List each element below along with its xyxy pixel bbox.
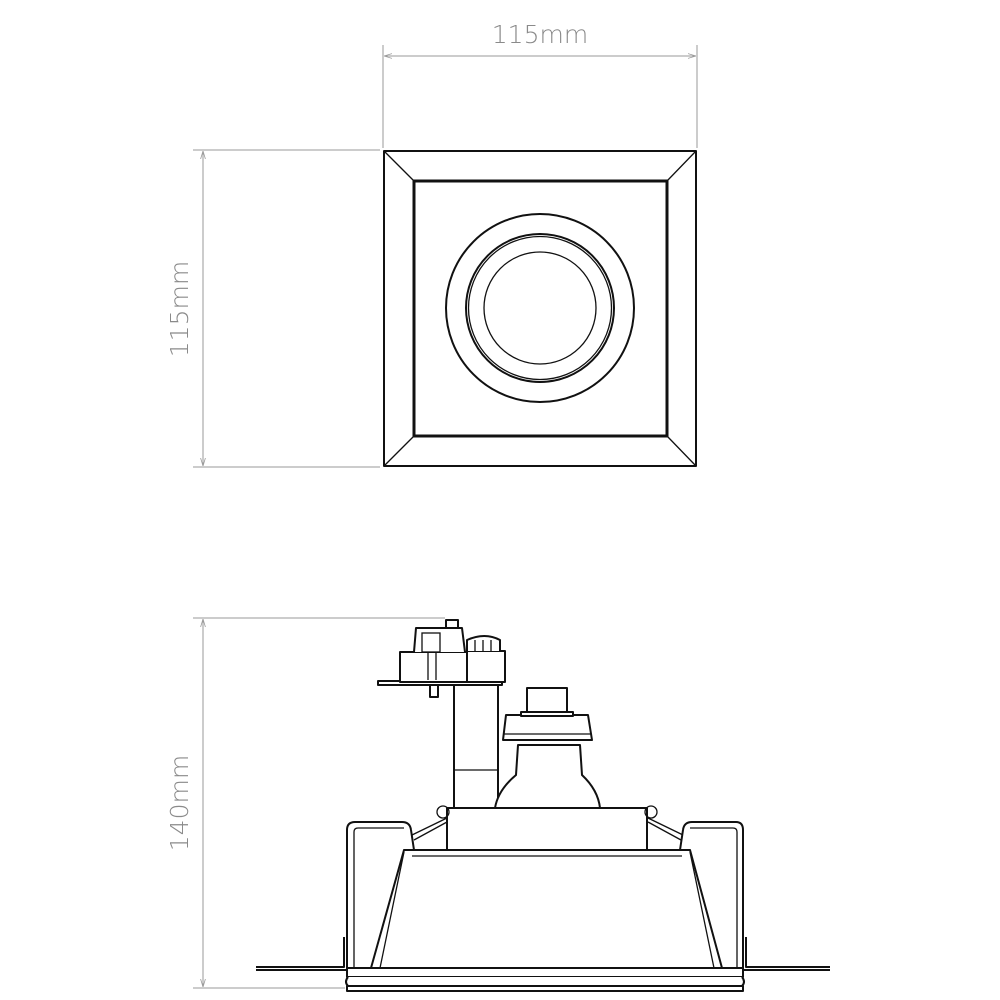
top-width-label: 115mm [492, 20, 588, 49]
top-height-label: 115mm [165, 261, 194, 357]
top-view [383, 150, 697, 467]
top-height-dimension: 115mm [165, 149, 380, 468]
top-width-dimension: 115mm [382, 20, 698, 148]
side-height-dimension: 140mm [165, 617, 445, 989]
side-view [256, 619, 830, 992]
side-height-label: 140mm [165, 755, 194, 851]
